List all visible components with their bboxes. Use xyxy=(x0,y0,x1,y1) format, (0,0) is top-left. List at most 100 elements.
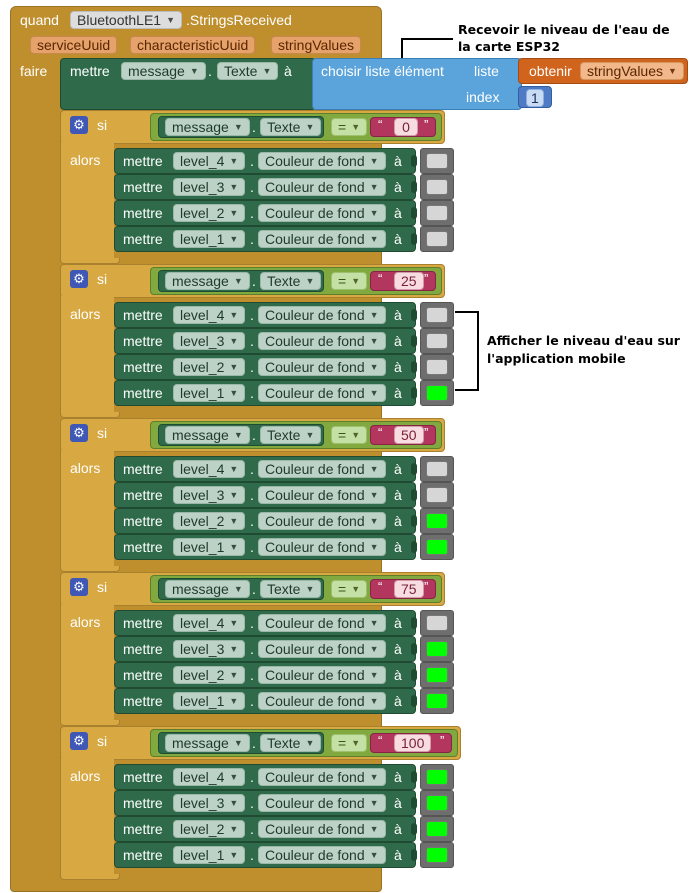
equals-dropdown[interactable]: =▼ xyxy=(331,272,368,290)
gear-icon[interactable]: ⚙ xyxy=(70,424,88,442)
color-block[interactable] xyxy=(420,148,454,174)
couleur-dropdown[interactable]: Couleur de fond▼ xyxy=(258,846,386,864)
color-block[interactable] xyxy=(420,200,454,226)
prop-dropdown[interactable]: Texte▼ xyxy=(217,62,279,80)
param-stringvalues[interactable]: stringValues xyxy=(271,36,362,54)
color-swatch-green[interactable] xyxy=(426,847,448,863)
level-dropdown[interactable]: level_2▼ xyxy=(173,820,246,838)
compare-value[interactable]: 50 xyxy=(394,426,424,444)
couleur-dropdown[interactable]: Couleur de fond▼ xyxy=(258,332,386,350)
level-dropdown[interactable]: level_3▼ xyxy=(173,332,246,350)
color-swatch-green[interactable] xyxy=(426,821,448,837)
couleur-dropdown[interactable]: Couleur de fond▼ xyxy=(258,230,386,248)
component-dropdown[interactable]: BluetoothLE1▼ xyxy=(70,11,182,29)
get-var-dropdown[interactable]: stringValues▼ xyxy=(580,62,684,80)
level-dropdown[interactable]: level_1▼ xyxy=(173,846,246,864)
gear-icon[interactable]: ⚙ xyxy=(70,732,88,750)
compare-value[interactable]: 25 xyxy=(394,272,424,290)
couleur-dropdown[interactable]: Couleur de fond▼ xyxy=(258,178,386,196)
index-value[interactable]: 1 xyxy=(526,89,544,107)
couleur-dropdown[interactable]: Couleur de fond▼ xyxy=(258,486,386,504)
equals-dropdown[interactable]: =▼ xyxy=(331,734,368,752)
cond-prop-dropdown[interactable]: Texte▼ xyxy=(260,580,322,598)
compare-value[interactable]: 0 xyxy=(394,118,418,136)
cond-prop-dropdown[interactable]: Texte▼ xyxy=(260,272,322,290)
level-dropdown[interactable]: level_4▼ xyxy=(173,614,246,632)
color-swatch-grey[interactable] xyxy=(426,231,448,247)
color-swatch-green[interactable] xyxy=(426,693,448,709)
compare-value[interactable]: 100 xyxy=(394,734,432,752)
level-dropdown[interactable]: level_2▼ xyxy=(173,204,246,222)
color-swatch-grey[interactable] xyxy=(426,615,448,631)
couleur-dropdown[interactable]: Couleur de fond▼ xyxy=(258,794,386,812)
level-dropdown[interactable]: level_1▼ xyxy=(173,692,246,710)
couleur-dropdown[interactable]: Couleur de fond▼ xyxy=(258,538,386,556)
cond-var-dropdown[interactable]: message▼ xyxy=(165,426,250,444)
color-swatch-green[interactable] xyxy=(426,513,448,529)
compare-value[interactable]: 75 xyxy=(394,580,424,598)
color-block[interactable] xyxy=(420,842,454,868)
level-dropdown[interactable]: level_4▼ xyxy=(173,306,246,324)
cond-prop-dropdown[interactable]: Texte▼ xyxy=(260,118,322,136)
level-dropdown[interactable]: level_3▼ xyxy=(173,794,246,812)
color-swatch-grey[interactable] xyxy=(426,359,448,375)
gear-icon[interactable]: ⚙ xyxy=(70,116,88,134)
couleur-dropdown[interactable]: Couleur de fond▼ xyxy=(258,640,386,658)
gear-icon[interactable]: ⚙ xyxy=(70,578,88,596)
equals-dropdown[interactable]: =▼ xyxy=(331,118,368,136)
color-block[interactable] xyxy=(420,354,454,380)
cond-var-dropdown[interactable]: message▼ xyxy=(165,580,250,598)
color-block[interactable] xyxy=(420,662,454,688)
level-dropdown[interactable]: level_1▼ xyxy=(173,384,246,402)
color-swatch-green[interactable] xyxy=(426,769,448,785)
choose-list-item-block[interactable] xyxy=(312,58,522,110)
cond-var-dropdown[interactable]: message▼ xyxy=(165,272,250,290)
color-swatch-grey[interactable] xyxy=(426,153,448,169)
color-swatch-grey[interactable] xyxy=(426,461,448,477)
color-swatch-grey[interactable] xyxy=(426,487,448,503)
level-dropdown[interactable]: level_3▼ xyxy=(173,178,246,196)
color-block[interactable] xyxy=(420,482,454,508)
couleur-dropdown[interactable]: Couleur de fond▼ xyxy=(258,358,386,376)
color-swatch-green[interactable] xyxy=(426,795,448,811)
couleur-dropdown[interactable]: Couleur de fond▼ xyxy=(258,384,386,402)
level-dropdown[interactable]: level_1▼ xyxy=(173,538,246,556)
level-dropdown[interactable]: level_2▼ xyxy=(173,666,246,684)
couleur-dropdown[interactable]: Couleur de fond▼ xyxy=(258,460,386,478)
param-serviceuuid[interactable]: serviceUuid xyxy=(30,36,118,54)
level-dropdown[interactable]: level_2▼ xyxy=(173,512,246,530)
couleur-dropdown[interactable]: Couleur de fond▼ xyxy=(258,768,386,786)
cond-var-dropdown[interactable]: message▼ xyxy=(165,734,250,752)
cond-var-dropdown[interactable]: message▼ xyxy=(165,118,250,136)
equals-dropdown[interactable]: =▼ xyxy=(331,426,368,444)
couleur-dropdown[interactable]: Couleur de fond▼ xyxy=(258,692,386,710)
couleur-dropdown[interactable]: Couleur de fond▼ xyxy=(258,666,386,684)
level-dropdown[interactable]: level_1▼ xyxy=(173,230,246,248)
couleur-dropdown[interactable]: Couleur de fond▼ xyxy=(258,820,386,838)
level-dropdown[interactable]: level_4▼ xyxy=(173,152,246,170)
cond-prop-dropdown[interactable]: Texte▼ xyxy=(260,426,322,444)
couleur-dropdown[interactable]: Couleur de fond▼ xyxy=(258,152,386,170)
equals-dropdown[interactable]: =▼ xyxy=(331,580,368,598)
level-dropdown[interactable]: level_2▼ xyxy=(173,358,246,376)
couleur-dropdown[interactable]: Couleur de fond▼ xyxy=(258,204,386,222)
color-swatch-green[interactable] xyxy=(426,667,448,683)
couleur-dropdown[interactable]: Couleur de fond▼ xyxy=(258,614,386,632)
color-swatch-green[interactable] xyxy=(426,641,448,657)
cond-prop-dropdown[interactable]: Texte▼ xyxy=(260,734,322,752)
color-swatch-grey[interactable] xyxy=(426,179,448,195)
level-dropdown[interactable]: level_4▼ xyxy=(173,460,246,478)
color-swatch-grey[interactable] xyxy=(426,307,448,323)
color-swatch-green[interactable] xyxy=(426,385,448,401)
gear-icon[interactable]: ⚙ xyxy=(70,270,88,288)
couleur-dropdown[interactable]: Couleur de fond▼ xyxy=(258,306,386,324)
color-swatch-green[interactable] xyxy=(426,539,448,555)
level-dropdown[interactable]: level_4▼ xyxy=(173,768,246,786)
couleur-dropdown[interactable]: Couleur de fond▼ xyxy=(258,512,386,530)
var-dropdown[interactable]: message▼ xyxy=(121,62,206,80)
param-characteristicuuid[interactable]: characteristicUuid xyxy=(130,36,256,54)
color-swatch-grey[interactable] xyxy=(426,205,448,221)
color-swatch-grey[interactable] xyxy=(426,333,448,349)
color-block[interactable] xyxy=(420,456,454,482)
level-dropdown[interactable]: level_3▼ xyxy=(173,486,246,504)
